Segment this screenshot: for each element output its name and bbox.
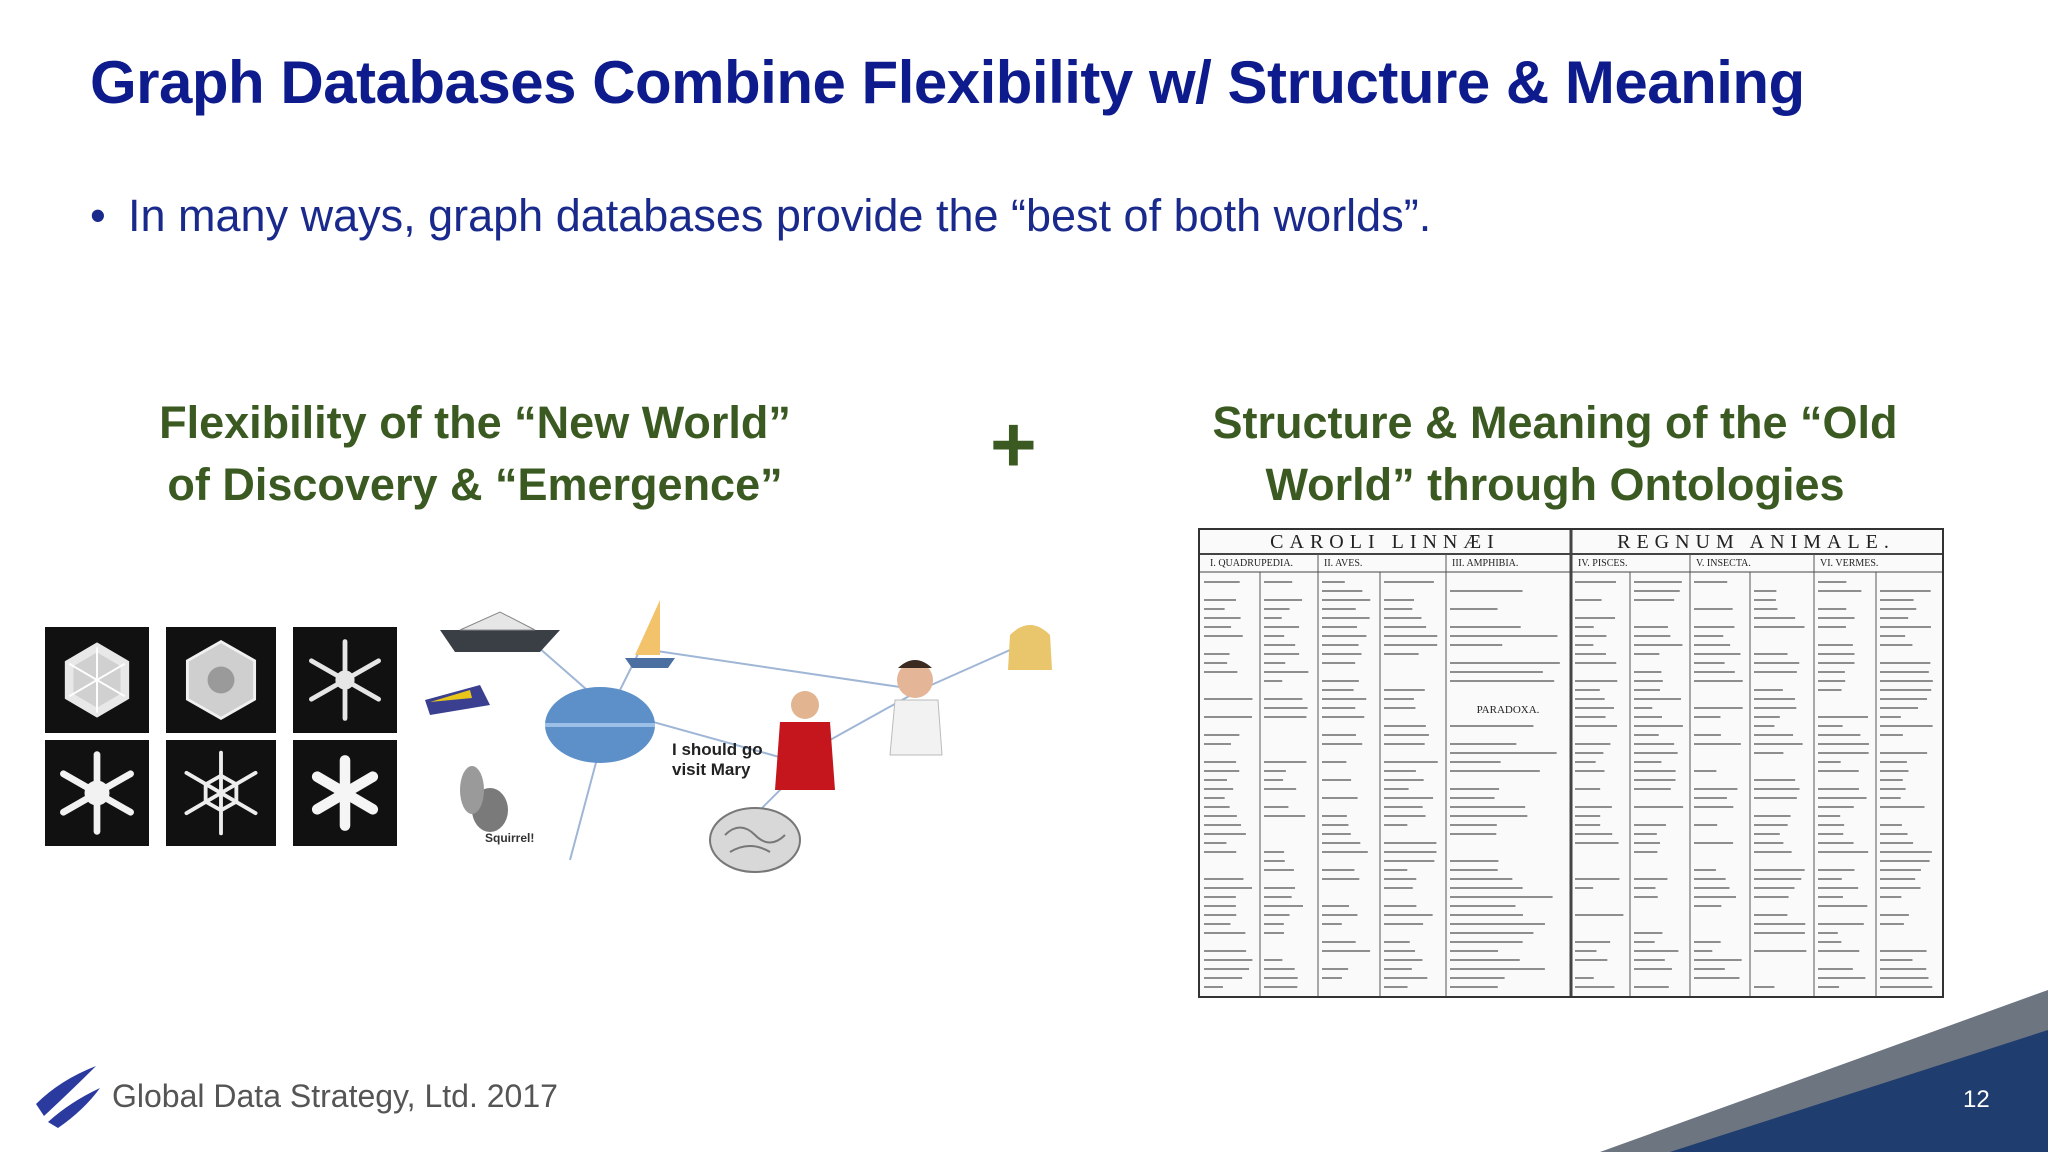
snowflake-photo — [166, 627, 276, 733]
sheet-column-title: VI. VERMES. — [1820, 558, 1878, 569]
snowflake-photo — [293, 627, 397, 733]
slide-title: Graph Databases Combine Flexibility w/ S… — [90, 49, 1805, 116]
sheet-column-title: III. AMPHIBIA. — [1452, 558, 1518, 569]
sheet-header-left: CAROLI LINNÆI — [1270, 531, 1500, 553]
snowflake-icon — [60, 751, 134, 835]
sheet-header-right: REGNUM ANIMALE. — [1617, 531, 1895, 553]
snowflake-photo — [45, 627, 149, 733]
right-column-heading: Structure & Meaning of the “Old World” t… — [1180, 392, 1930, 516]
diagram-text: visit Mary — [672, 760, 751, 779]
sheet-column-title: I. QUADRUPEDIA. — [1210, 558, 1293, 569]
brain-icon — [709, 807, 801, 873]
snowflake-icon — [311, 755, 379, 831]
page-number: 12 — [1963, 1086, 1990, 1113]
footer-company: Global Data Strategy, Ltd. 2017 — [112, 1078, 558, 1114]
snowflake-photo — [293, 740, 397, 846]
snowflake-icon — [309, 639, 381, 721]
diagram-text: I should go — [672, 740, 763, 759]
snowflake-photo — [166, 740, 276, 846]
snowflake-photo — [45, 740, 149, 846]
sheet-column-title: V. INSECTA. — [1696, 558, 1751, 569]
snowflake-photo-grid — [45, 627, 397, 846]
left-column-heading: Flexibility of the “New World” of Discov… — [110, 392, 840, 516]
left-heading-line-2: of Discovery & “Emergence” — [167, 459, 783, 510]
boat-icon — [440, 611, 560, 652]
sheet-column-title: II. AVES. — [1324, 558, 1362, 569]
right-heading-line-2: World” through Ontologies — [1265, 459, 1845, 510]
company-logo — [36, 1066, 100, 1128]
bullet-dot-icon: • — [90, 190, 106, 241]
bullet-point: • In many ways, graph databases provide t… — [90, 190, 1431, 242]
person-red-jacket-icon — [775, 691, 835, 790]
snowflake-icon — [64, 642, 130, 718]
linnaeus-taxonomy-table: CAROLI LINNÆI REGNUM ANIMALE. I. QUADRUP… — [1198, 528, 1944, 998]
sailboat-icon — [625, 600, 675, 668]
squirrel-icon — [460, 766, 508, 832]
bullet-text: In many ways, graph databases provide th… — [128, 190, 1432, 241]
corner-decoration — [1600, 990, 2048, 1152]
emergence-network-illustration: I should go visit Mary Squirrel! — [425, 600, 1052, 873]
person-blonde-icon — [1008, 625, 1052, 670]
sheet-section-title: PARADOXA. — [1477, 704, 1540, 716]
snowflake-icon — [185, 639, 257, 721]
jetski-icon — [425, 685, 490, 715]
right-heading-line-1: Structure & Meaning of the “Old — [1212, 397, 1898, 448]
diagram-text: Squirrel! — [485, 831, 534, 845]
plus-sign: + — [990, 400, 1037, 489]
person-boy-icon — [889, 660, 943, 756]
left-heading-line-1: Flexibility of the “New World” — [159, 397, 791, 448]
snowflake-icon — [184, 750, 258, 836]
sheet-column-title: IV. PISCES. — [1578, 558, 1628, 569]
